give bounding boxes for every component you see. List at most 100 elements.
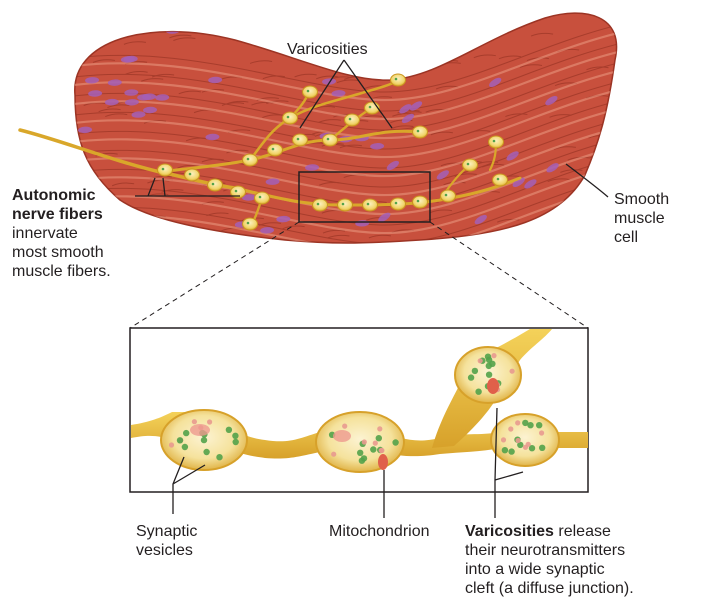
synaptic-vesicle	[491, 353, 496, 358]
varicosity	[463, 159, 478, 171]
varicosity	[363, 199, 378, 211]
synaptic-vesicle	[377, 426, 382, 431]
vesicle-dot	[235, 190, 238, 193]
label-synaptic-vesicles: Synaptic vesicles	[136, 522, 197, 560]
nucleus	[376, 68, 391, 81]
synaptic-vesicle	[370, 446, 376, 452]
varicosity	[158, 164, 173, 176]
vesicle-dot	[497, 178, 500, 181]
zoom-projection-left	[130, 222, 299, 328]
muscle-cell-boundary	[122, 222, 144, 225]
vesicle-dot	[287, 116, 290, 119]
muscle-cell-boundary	[247, 32, 269, 35]
synaptic-vesicle	[182, 444, 188, 450]
vesicle-dot	[272, 148, 275, 151]
muscle-cell-boundary	[571, 208, 593, 211]
muscle-cell-boundary	[167, 28, 189, 31]
label-mitochondrion: Mitochondrion	[329, 522, 430, 541]
vesicle-dot	[445, 194, 448, 197]
label-varicosities-bottom: Varicosities release their neurotransmit…	[465, 522, 634, 598]
label-varicosities-top: Varicosities	[287, 40, 368, 59]
synaptic-vesicle	[509, 369, 514, 374]
vesicle-dot	[369, 106, 372, 109]
nucleus	[401, 36, 416, 49]
synaptic-vesicle	[207, 419, 212, 424]
synaptic-vesicle	[516, 438, 521, 443]
synaptic-vesicle	[475, 389, 481, 395]
synaptic-vesicle	[536, 422, 542, 428]
label-autonomic-bold-1: Autonomic	[12, 186, 111, 205]
label-autonomic-bold-2: nerve fibers	[12, 205, 111, 224]
vesicle-dot	[395, 202, 398, 205]
vesicle-dot	[317, 203, 320, 206]
muscle-cell-boundary	[122, 212, 144, 215]
varicosity	[313, 199, 328, 211]
muscle-cell-boundary	[578, 231, 600, 234]
synaptic-vesicle	[183, 430, 189, 436]
label-autonomic-nerve-fibers: Autonomic nerve fibers innervate most sm…	[12, 186, 111, 281]
synaptic-vesicle	[203, 449, 209, 455]
label-varicosities-bottom-rest: release	[554, 523, 611, 540]
synaptic-vesicle	[392, 439, 398, 445]
muscle-cell-boundary	[255, 33, 277, 36]
synaptic-vesicle	[539, 430, 544, 435]
vesicle-dot	[417, 200, 420, 203]
synaptic-vesicle	[485, 354, 491, 360]
synaptic-vesicle	[373, 441, 378, 446]
zoom-projection-right	[430, 222, 588, 328]
synaptic-vesicle	[486, 363, 492, 369]
muscle-cell-boundary	[121, 212, 143, 215]
synaptic-vesicle	[233, 439, 239, 445]
synaptic-vesicle	[539, 445, 545, 451]
varicosity	[255, 192, 270, 204]
vesicle-dot	[162, 168, 165, 171]
varicosity	[489, 136, 504, 148]
synaptic-vesicle	[501, 437, 506, 442]
muscle-cell-boundary	[127, 235, 149, 238]
synaptic-vesicle	[486, 372, 492, 378]
muscle-cell-boundary	[596, 144, 618, 147]
varicosity	[345, 114, 360, 126]
varicosity	[243, 154, 258, 166]
synaptic-vesicle	[526, 442, 531, 447]
mitochondrion-2	[487, 378, 499, 394]
varicosity	[283, 112, 298, 124]
synaptic-vesicle	[331, 452, 336, 457]
varicosity	[391, 74, 406, 86]
synaptic-vesicle	[502, 447, 508, 453]
muscle-cell-boundary	[428, 43, 450, 46]
label-varicosities-line-3: into a wide synaptic	[465, 560, 634, 579]
synaptic-vesicle	[362, 439, 367, 444]
label-smooth-muscle-cell: Smooth muscle cell	[614, 190, 669, 247]
label-autonomic-text-2: most smooth	[12, 243, 111, 262]
label-smooth-1: Smooth	[614, 190, 669, 209]
vesicle-dot	[367, 203, 370, 206]
vesicle-dot	[297, 138, 300, 141]
varicosity	[413, 196, 428, 208]
varicosity	[243, 218, 258, 230]
synaptic-vesicle	[508, 448, 514, 454]
synaptic-vesicle	[472, 368, 478, 374]
vesicle-dot	[327, 138, 330, 141]
synaptic-vesicle	[342, 424, 347, 429]
vesicle-dot	[467, 163, 470, 166]
synaptic-vesicle	[192, 419, 197, 424]
nucleus	[321, 59, 335, 66]
label-varicosities-line-2: their neurotransmitters	[465, 541, 634, 560]
synaptic-vesicle	[468, 374, 474, 380]
synaptic-vesicle	[201, 437, 207, 443]
synaptic-vesicle	[361, 455, 367, 461]
muscle-cell-boundary	[535, 231, 557, 234]
varicosity	[493, 174, 508, 186]
synaptic-vesicle	[226, 427, 232, 433]
enlarged-panel	[130, 328, 588, 492]
synaptic-vesicle	[216, 454, 222, 460]
synaptic-vesicle	[478, 358, 483, 363]
label-autonomic-text-3: muscle fibers.	[12, 262, 111, 281]
mitochondrion-4	[333, 430, 351, 442]
synaptic-vesicle	[232, 433, 238, 439]
vesicle-dot	[189, 173, 192, 176]
mitochondrion	[378, 454, 388, 470]
varicosity	[268, 144, 283, 156]
nucleus	[582, 203, 597, 216]
